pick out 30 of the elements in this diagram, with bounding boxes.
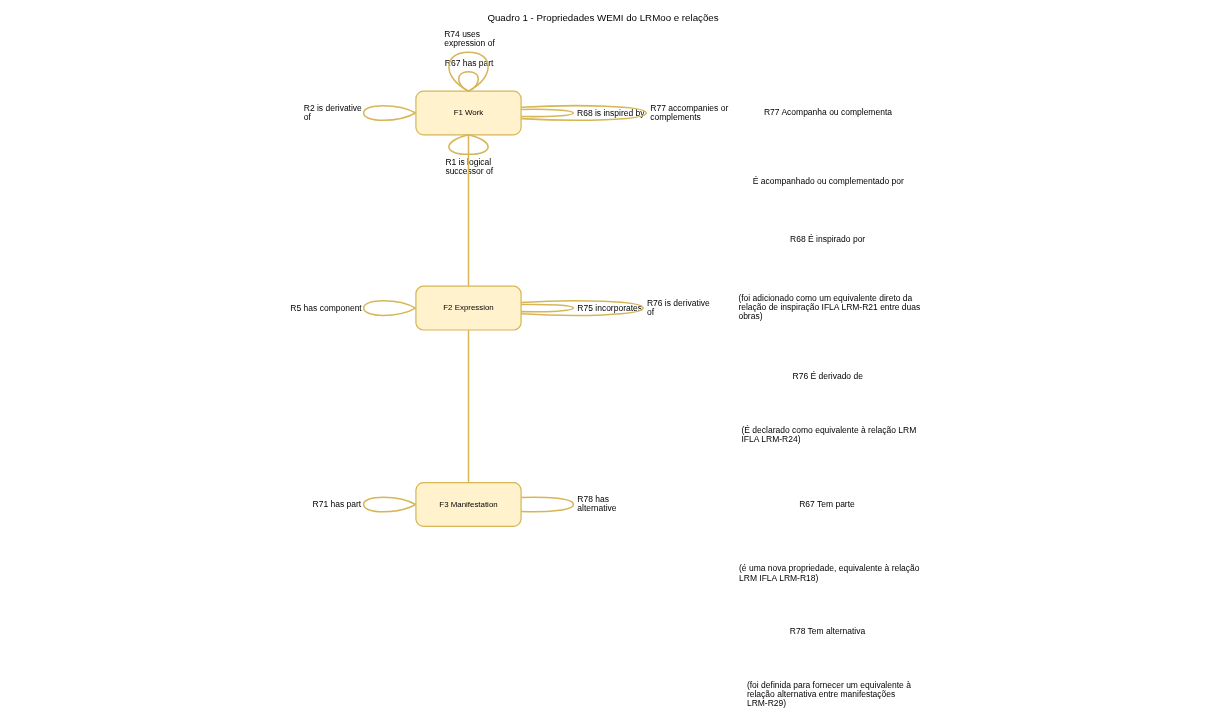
label: (É declarado como equivalente à relação LRM IFLA LRM-R24) <box>741 424 917 444</box>
connector <box>520 300 645 317</box>
label: R76 É derivado de <box>792 371 863 382</box>
connector <box>457 70 480 92</box>
connector <box>467 329 470 484</box>
label: R68 É inspirado por <box>790 233 866 244</box>
label: (foi adicionado como um equivalente direto da relação de inspiração IFLA LRM-R21 entre duas obras) <box>738 293 921 322</box>
connector <box>448 134 489 156</box>
edge-label: R77 accompanies or complements <box>650 102 729 122</box>
label: (é uma nova propriedade, equivalente à relação LRM IFLA LRM-R18) <box>739 563 920 583</box>
connector <box>520 496 575 513</box>
label: R78 Tem alternativa <box>789 626 866 637</box>
edge-label: R78 has alternative <box>577 494 617 514</box>
label: É acompanhado ou complementado por <box>752 175 904 186</box>
edge-label: R71 has part <box>312 499 362 510</box>
edge-label: R5 has component <box>290 302 362 313</box>
edge-label: R74 uses expression of <box>444 29 495 49</box>
connector <box>520 104 648 122</box>
label: (foi definida para fornecer um equivalente à relação alternativa entre manifestações LRM-R29) <box>746 680 911 709</box>
edge-label: R2 is derivative of <box>303 102 362 122</box>
edge-label: R68 is inspired by <box>577 107 645 118</box>
connector <box>467 134 470 287</box>
connector <box>520 108 575 118</box>
edge-label: R75 incorporates <box>577 302 643 313</box>
connector <box>448 51 489 92</box>
label: R77 Acompanha ou complementa <box>763 107 893 118</box>
diagram-title: Quadro 1 - Propriedades WEMI do LRMoo e relações <box>487 12 719 24</box>
edge-label: R76 is derivative of <box>646 297 710 317</box>
label: R67 Tem parte <box>799 498 855 509</box>
connector <box>520 303 575 313</box>
